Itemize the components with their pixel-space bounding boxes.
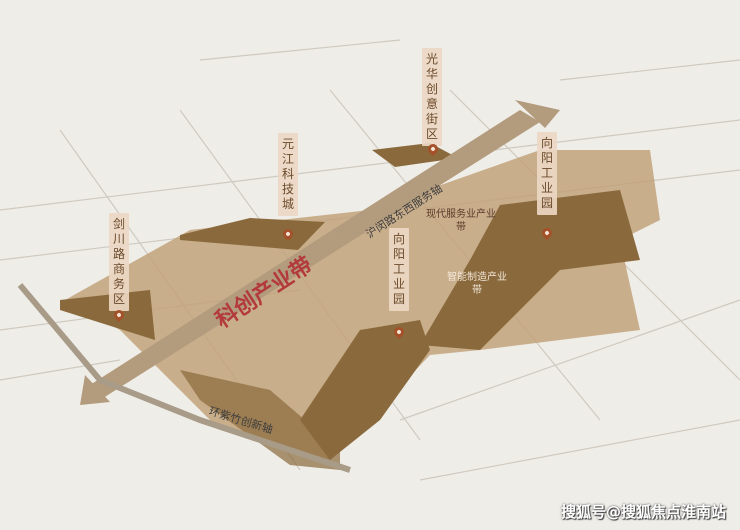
zone-jianchuan [60,290,155,340]
label-yuanjiang: 元江科技城 [278,133,298,216]
humin-road-arrow-head [515,100,560,128]
label-jianchuan: 剑川路商务区 [109,213,129,311]
label-guanghua: 光华创意街区 [422,48,442,146]
label-modern-service-belt: 现代服务业产业带 [426,209,496,233]
humin-road-axis [90,110,540,400]
zizhu-axis-line [17,283,351,473]
label-xiangyang-south: 向阳工业园 [389,228,409,311]
label-xiangyang-east: 向阳工业园 [537,132,557,215]
label-smart-manufacturing-belt: 智能制造产业带 [447,272,507,296]
humin-road-arrow-tail [80,375,110,405]
zone-zizhu [180,370,340,470]
zone-xiangyang-south [300,320,430,460]
watermark: 搜狐号@搜狐焦点淮南站 [560,503,726,521]
zone-yuanjiang [180,218,325,250]
zone-xiangyang-east [420,190,640,350]
